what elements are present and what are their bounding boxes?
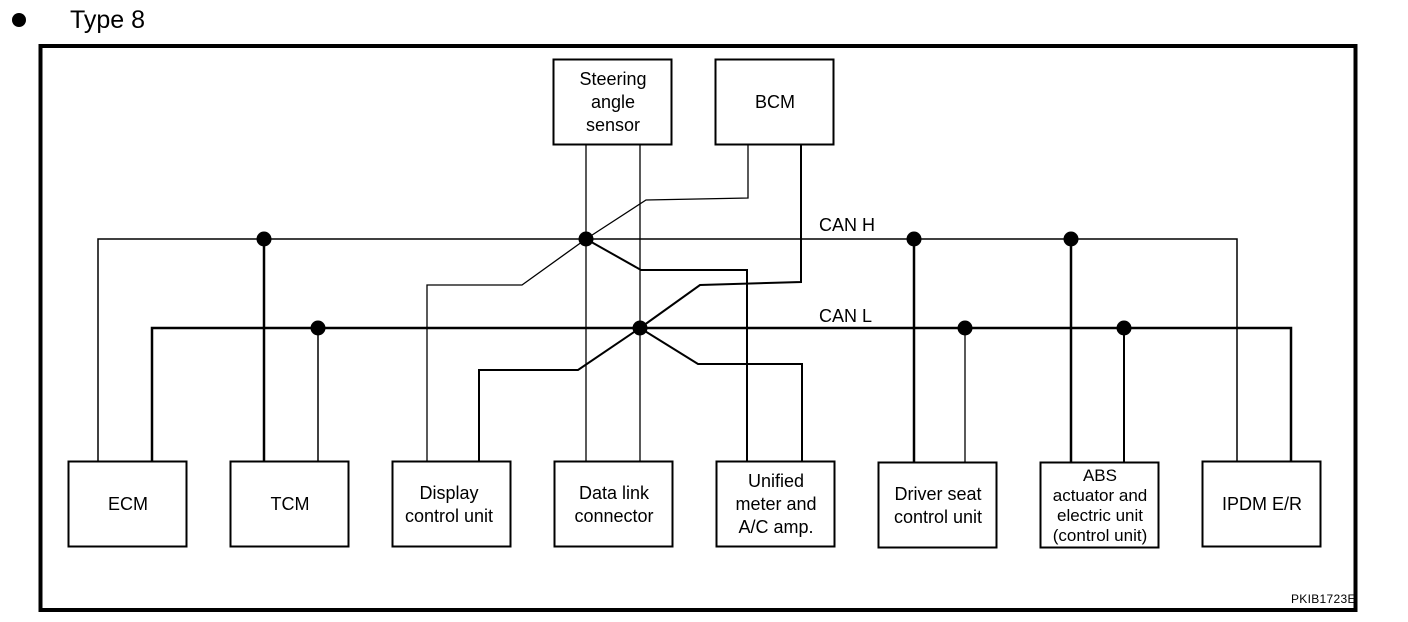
can-h-bus [97, 238, 1238, 461]
junction-dot [578, 231, 594, 247]
box-unified-meter [715, 460, 836, 548]
box-display-control-unit [391, 460, 512, 548]
can-h-label: CAN H [819, 215, 876, 235]
can-l-bus [150, 326, 1293, 461]
wire-meter-l [639, 327, 803, 461]
junction-dot [1116, 320, 1132, 336]
junction-dot [632, 320, 648, 336]
junction-dot [256, 231, 272, 247]
box-steering-angle-sensor [552, 58, 673, 146]
junction-dot [1063, 231, 1079, 247]
box-abs-actuator [1039, 461, 1160, 549]
figure-code: PKIB1723E [1291, 592, 1356, 606]
unified-meter-label: Unified meter and A/C amp. [735, 471, 817, 537]
abs-actuator-label: ABS actuator and electric unit (control … [1052, 465, 1148, 545]
ecm-label: ECM [108, 494, 148, 514]
bcm-label: BCM [755, 92, 795, 112]
driver-seat-control-unit-label: Driver seat control unit [893, 483, 983, 527]
can-l-label: CAN L [819, 306, 873, 326]
junction-dot [906, 231, 922, 247]
wire-display-h [426, 238, 587, 461]
box-ipdm-er [1201, 460, 1322, 548]
display-control-unit-label: Display control unit [404, 482, 494, 526]
diagram-frame [38, 44, 1358, 612]
data-link-connector-label: Data link connector [574, 482, 654, 526]
wire-meter-h [585, 238, 748, 461]
section-heading: Type 8 [8, 2, 145, 38]
wire-bcm-h [585, 145, 749, 240]
box-ecm [67, 460, 188, 548]
junction-dot [310, 320, 326, 336]
ipdm-er-label: IPDM E/R [1221, 494, 1302, 514]
box-tcm [229, 460, 350, 548]
steering-angle-sensor-label: Steering angle sensor [579, 69, 647, 135]
wire-display-l [478, 327, 641, 461]
wire-bcm-l [639, 145, 802, 329]
diagram-title: Type 8 [70, 5, 146, 34]
box-driver-seat-control-unit [877, 461, 998, 549]
box-data-link-connector [553, 460, 674, 548]
bullet-icon [12, 13, 26, 27]
box-bcm [714, 58, 835, 146]
tcm-label: TCM [270, 494, 310, 514]
junction-dot [957, 320, 973, 336]
